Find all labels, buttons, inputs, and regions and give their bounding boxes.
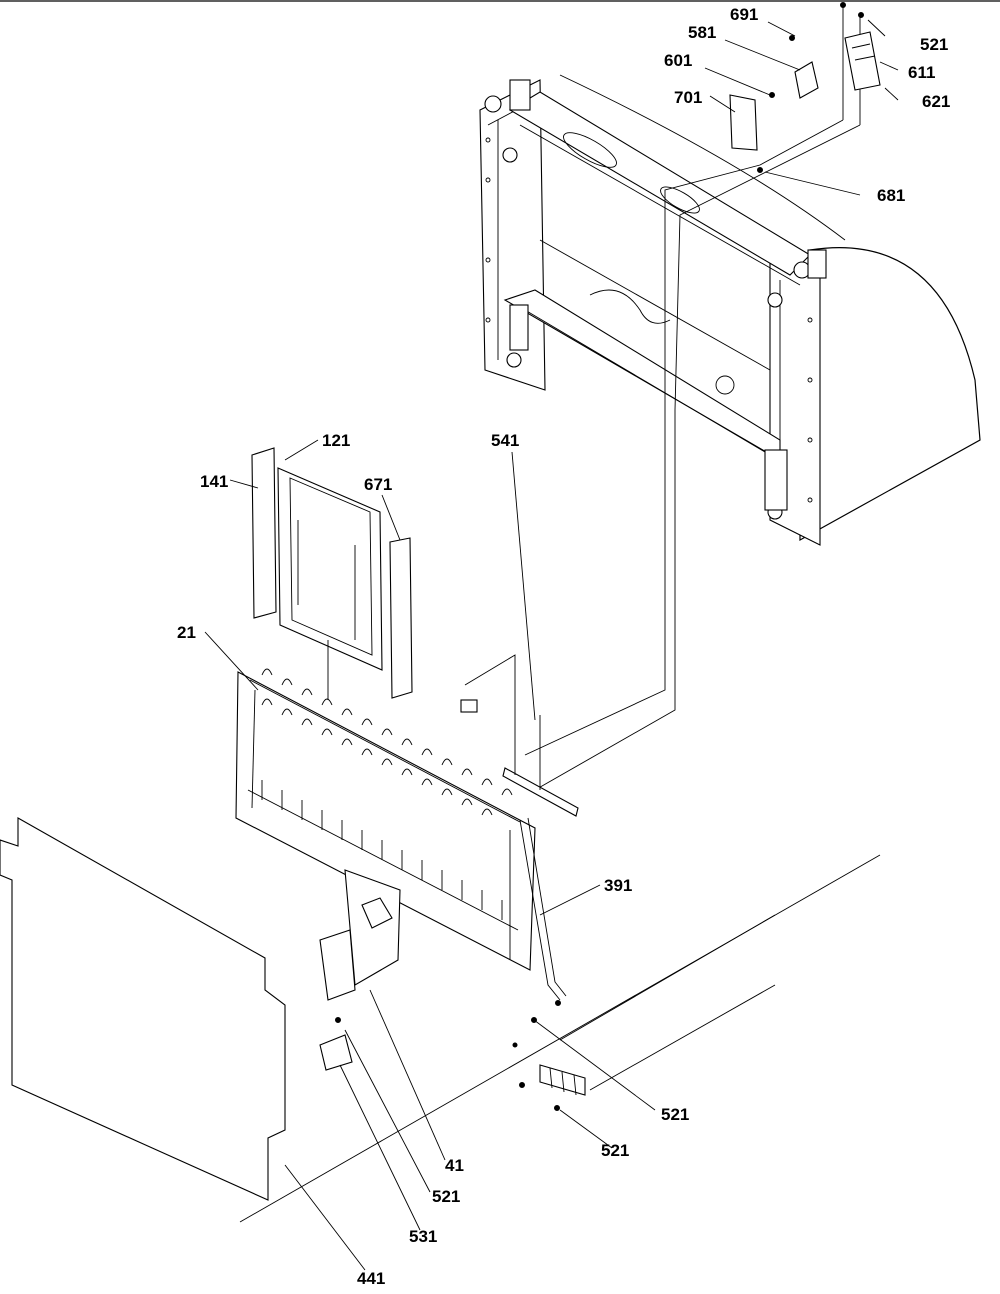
evaporator-coil xyxy=(235,654,579,971)
label-671: 671 xyxy=(364,475,392,494)
label-521-right-upper: 521 xyxy=(661,1105,689,1124)
label-41: 41 xyxy=(445,1156,464,1175)
label-691: 691 xyxy=(730,5,758,24)
label-681: 681 xyxy=(877,186,905,205)
label-441: 441 xyxy=(357,1269,385,1288)
reference-line-b xyxy=(559,914,776,1041)
drain-tube xyxy=(519,819,561,1001)
heater-bracket xyxy=(319,869,518,1071)
label-531: 531 xyxy=(409,1227,437,1246)
label-701: 701 xyxy=(674,88,702,107)
label-611: 611 xyxy=(908,63,935,82)
top-fasteners xyxy=(664,2,881,411)
right-bracket xyxy=(519,1000,586,1111)
label-121: 121 xyxy=(322,431,350,450)
wire-harness-a xyxy=(524,410,666,756)
label-521-left: 521 xyxy=(432,1187,460,1206)
reference-line-c xyxy=(589,984,776,1091)
label-521-top: 521 xyxy=(920,35,948,54)
label-141: 141 xyxy=(200,472,228,491)
label-21: 21 xyxy=(177,623,196,642)
label-391: 391 xyxy=(604,876,632,895)
frame-assembly xyxy=(479,74,981,546)
leader-lines xyxy=(204,19,899,1271)
label-601: 601 xyxy=(664,51,692,70)
label-541: 541 xyxy=(491,431,519,450)
cover-panels xyxy=(251,447,413,700)
wire-harness-b xyxy=(534,410,676,791)
label-581: 581 xyxy=(688,23,716,42)
label-521-right-lower: 521 xyxy=(601,1141,629,1160)
back-panel xyxy=(0,817,286,1201)
label-621: 621 xyxy=(922,92,950,111)
